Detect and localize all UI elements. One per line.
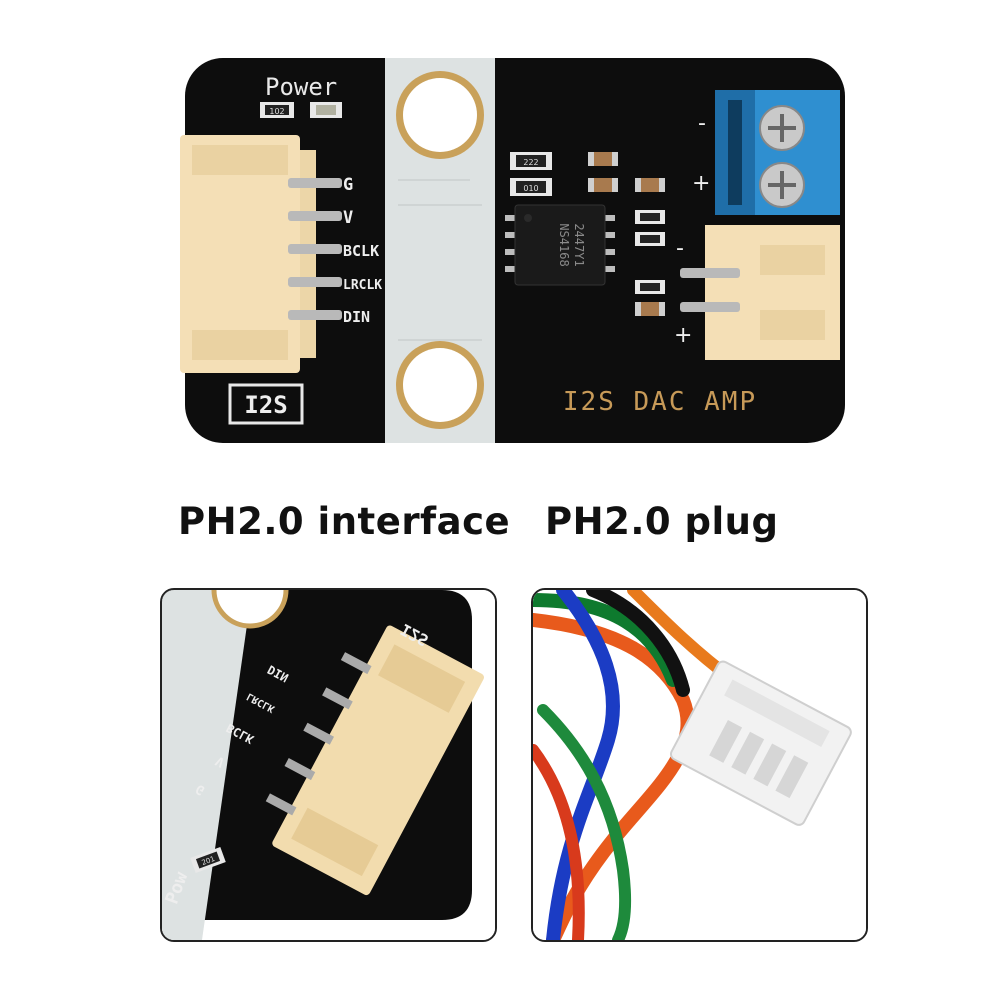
terminal-minus: - — [698, 111, 706, 136]
cap-code-1: 222 — [523, 158, 538, 167]
caption-interface: PH2.0 interface — [178, 500, 511, 543]
pin-label-lrclk: LRCLK — [343, 278, 382, 293]
pin-label-v: V — [343, 208, 353, 228]
terminal-plus: + — [692, 171, 710, 196]
product-label: I2S DAC AMP — [563, 387, 757, 417]
closeup-connector — [265, 625, 484, 896]
plug-closeup-panel — [531, 588, 868, 942]
amplifier-chip: NS4168 2447Y1 — [505, 204, 615, 286]
connector-pins — [288, 178, 342, 320]
speaker-connector — [680, 225, 840, 360]
chip-marking-2: 2447Y1 — [572, 223, 586, 266]
caption-plug: PH2.0 plug — [545, 500, 779, 543]
interface-closeup-panel: DIN LRCLK BCLK V G I2S Pow 201 — [160, 588, 497, 942]
pin-label-g: G — [343, 175, 353, 195]
module-photo: Power 102 G V BCLK LRCLK DIN I2S 222 010 — [170, 40, 860, 460]
pin-label-bclk: BCLK — [343, 242, 379, 260]
speaker-plus: + — [674, 323, 692, 348]
chip-marking-1: NS4168 — [557, 223, 571, 266]
screw-terminal — [715, 90, 840, 215]
smd-capacitors — [588, 152, 665, 316]
i2s-box — [228, 383, 304, 425]
i2s-label: I2S — [244, 391, 287, 419]
resistor-code: 102 — [269, 107, 284, 116]
power-label: Power — [265, 73, 337, 101]
ph2-connector — [180, 135, 300, 373]
speaker-minus: - — [676, 236, 684, 261]
ph2-plug — [670, 660, 852, 826]
pin-label-din: DIN — [343, 308, 370, 326]
cap-code-2: 010 — [523, 184, 538, 193]
